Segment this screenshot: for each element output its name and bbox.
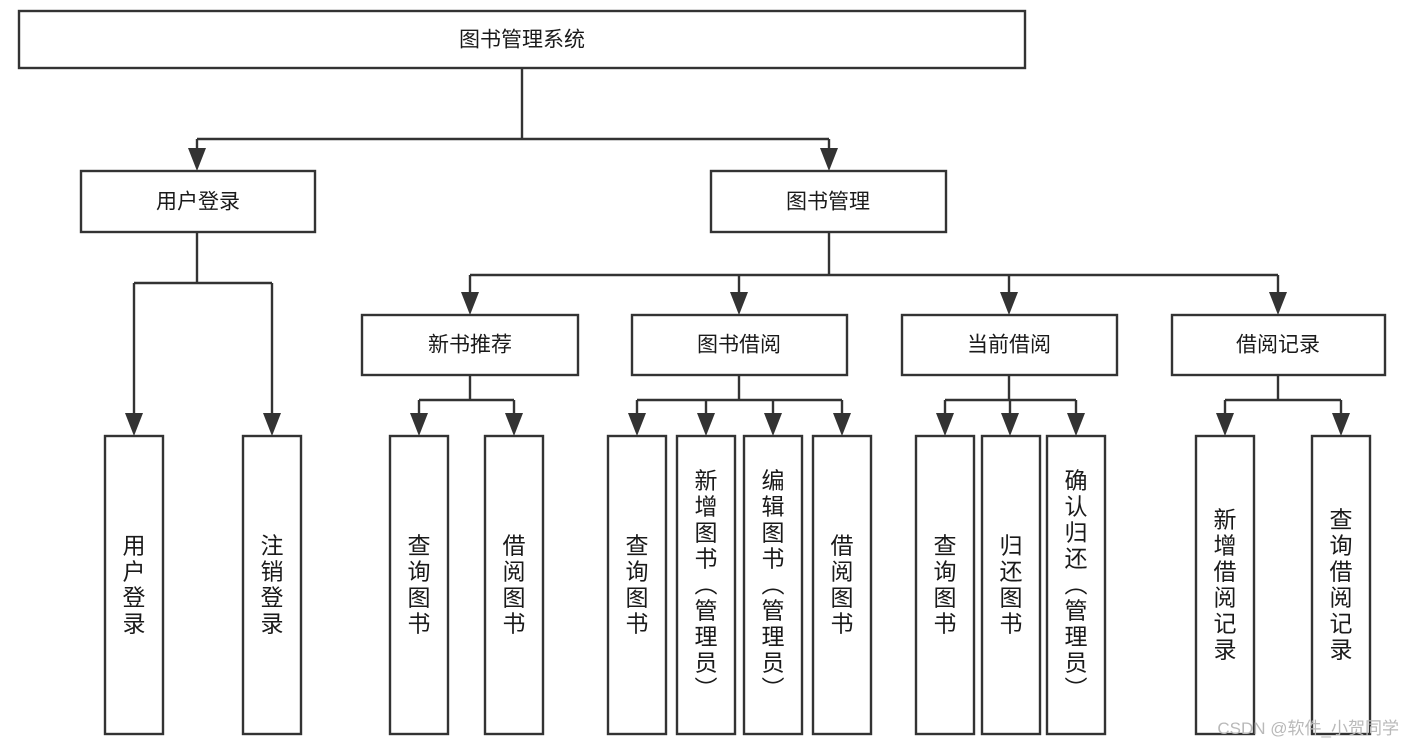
arrow-head-leaf-user-logout (263, 413, 281, 436)
node-label-new-book-recommend: 新书推荐 (428, 334, 512, 357)
node-book-borrow[interactable]: 图书借阅 (630, 313, 849, 377)
arrow-head-leaf-add-record (1216, 413, 1234, 436)
node-box-leaf-return-book (980, 434, 1042, 736)
node-box-leaf-query-book-3 (914, 434, 976, 736)
node-leaf-user-login[interactable]: 用户登录 (103, 434, 165, 736)
node-box-leaf-edit-book (742, 434, 804, 736)
node-leaf-query-record[interactable]: 查询借阅记录 (1310, 434, 1372, 736)
arrow-head-leaf-return-book (1001, 413, 1019, 436)
node-label-borrow-record: 借阅记录 (1236, 334, 1320, 357)
node-new-book-recommend[interactable]: 新书推荐 (360, 313, 580, 377)
node-box-user-login (79, 169, 317, 234)
node-leaf-edit-book[interactable]: 编辑图书︵管理员︶ (742, 434, 804, 736)
node-box-leaf-user-login (103, 434, 165, 736)
node-label-current-borrow: 当前借阅 (967, 334, 1051, 357)
node-box-leaf-query-book-2 (606, 434, 668, 736)
node-box-leaf-query-record (1310, 434, 1372, 736)
arrow-head-leaf-query-record (1332, 413, 1350, 436)
node-box-root (17, 9, 1027, 70)
arrow-head-borrow-record (1269, 292, 1287, 315)
node-user-login[interactable]: 用户登录 (79, 169, 317, 234)
node-box-leaf-user-logout (241, 434, 303, 736)
node-leaf-query-book-3[interactable]: 查询图书 (914, 434, 976, 736)
node-leaf-add-book[interactable]: 新增图书︵管理员︶ (675, 434, 737, 736)
node-leaf-query-book-1[interactable]: 查询图书 (388, 434, 450, 736)
node-leaf-borrow-book-1[interactable]: 借阅图书 (483, 434, 545, 736)
arrow-head-leaf-add-book (697, 413, 715, 436)
node-label-leaf-borrow-book-2: 借阅图书 (831, 532, 854, 636)
node-label-leaf-user-logout: 注销登录 (261, 532, 284, 636)
node-leaf-user-logout[interactable]: 注销登录 (241, 434, 303, 736)
node-label-leaf-query-book-2: 查询图书 (626, 532, 649, 636)
node-label-book-management: 图书管理 (786, 191, 870, 214)
node-label-leaf-add-record: 新增借阅记录 (1214, 506, 1237, 662)
node-label-leaf-query-book-1: 查询图书 (408, 532, 431, 636)
arrow-head-current-borrow (1000, 292, 1018, 315)
arrow-head-leaf-edit-book (764, 413, 782, 436)
node-box-book-borrow (630, 313, 849, 377)
node-leaf-add-record[interactable]: 新增借阅记录 (1194, 434, 1256, 736)
arrow-head-leaf-query-book-1 (410, 413, 428, 436)
node-label-leaf-return-book: 归还图书 (1000, 532, 1023, 636)
arrow-head-leaf-borrow-book-1 (505, 413, 523, 436)
node-leaf-return-book[interactable]: 归还图书 (980, 434, 1042, 736)
node-box-leaf-borrow-book-1 (483, 434, 545, 736)
arrow-head-leaf-borrow-book-2 (833, 413, 851, 436)
node-label-leaf-confirm-return: 确认归还︵管理员︶ (1065, 467, 1088, 701)
node-box-leaf-borrow-book-2 (811, 434, 873, 736)
node-label-leaf-edit-book: 编辑图书︵管理员︶ (762, 467, 785, 701)
node-label-leaf-query-book-3: 查询图书 (934, 532, 957, 636)
node-borrow-record[interactable]: 借阅记录 (1170, 313, 1387, 377)
node-label-user-login: 用户登录 (156, 191, 240, 214)
connector-layer (125, 68, 1350, 436)
node-label-leaf-borrow-book-1: 借阅图书 (503, 532, 526, 636)
node-box-book-management (709, 169, 948, 234)
node-current-borrow[interactable]: 当前借阅 (900, 313, 1119, 377)
node-root-book-management-system[interactable]: 图书管理系统 (17, 9, 1027, 70)
node-box-leaf-add-book (675, 434, 737, 736)
node-label-root: 图书管理系统 (459, 29, 585, 52)
arrow-head-leaf-query-book-2 (628, 413, 646, 436)
node-leaf-borrow-book-2[interactable]: 借阅图书 (811, 434, 873, 736)
node-label-leaf-query-record: 查询借阅记录 (1330, 506, 1353, 662)
csdn-watermark: CSDN @软件_小贺同学 (1217, 719, 1399, 738)
node-box-leaf-confirm-return (1045, 434, 1107, 736)
arrow-head-leaf-user-login (125, 413, 143, 436)
node-label-leaf-user-login: 用户登录 (123, 532, 146, 636)
node-box-new-book-recommend (360, 313, 580, 377)
arrow-head-book-management (820, 148, 838, 171)
arrow-head-leaf-query-book-3 (936, 413, 954, 436)
node-leaf-query-book-2[interactable]: 查询图书 (606, 434, 668, 736)
arrow-head-book-borrow (730, 292, 748, 315)
node-box-leaf-query-book-1 (388, 434, 450, 736)
node-label-leaf-add-book: 新增图书︵管理员︶ (695, 467, 718, 701)
arrow-head-leaf-confirm-return (1067, 413, 1085, 436)
node-box-current-borrow (900, 313, 1119, 377)
node-label-book-borrow: 图书借阅 (697, 334, 781, 357)
node-box-leaf-add-record (1194, 434, 1256, 736)
node-leaf-confirm-return[interactable]: 确认归还︵管理员︶ (1045, 434, 1107, 736)
arrow-head-new-book-recommend (461, 292, 479, 315)
arrow-head-user-login (188, 148, 206, 171)
node-book-management[interactable]: 图书管理 (709, 169, 948, 234)
node-box-borrow-record (1170, 313, 1387, 377)
